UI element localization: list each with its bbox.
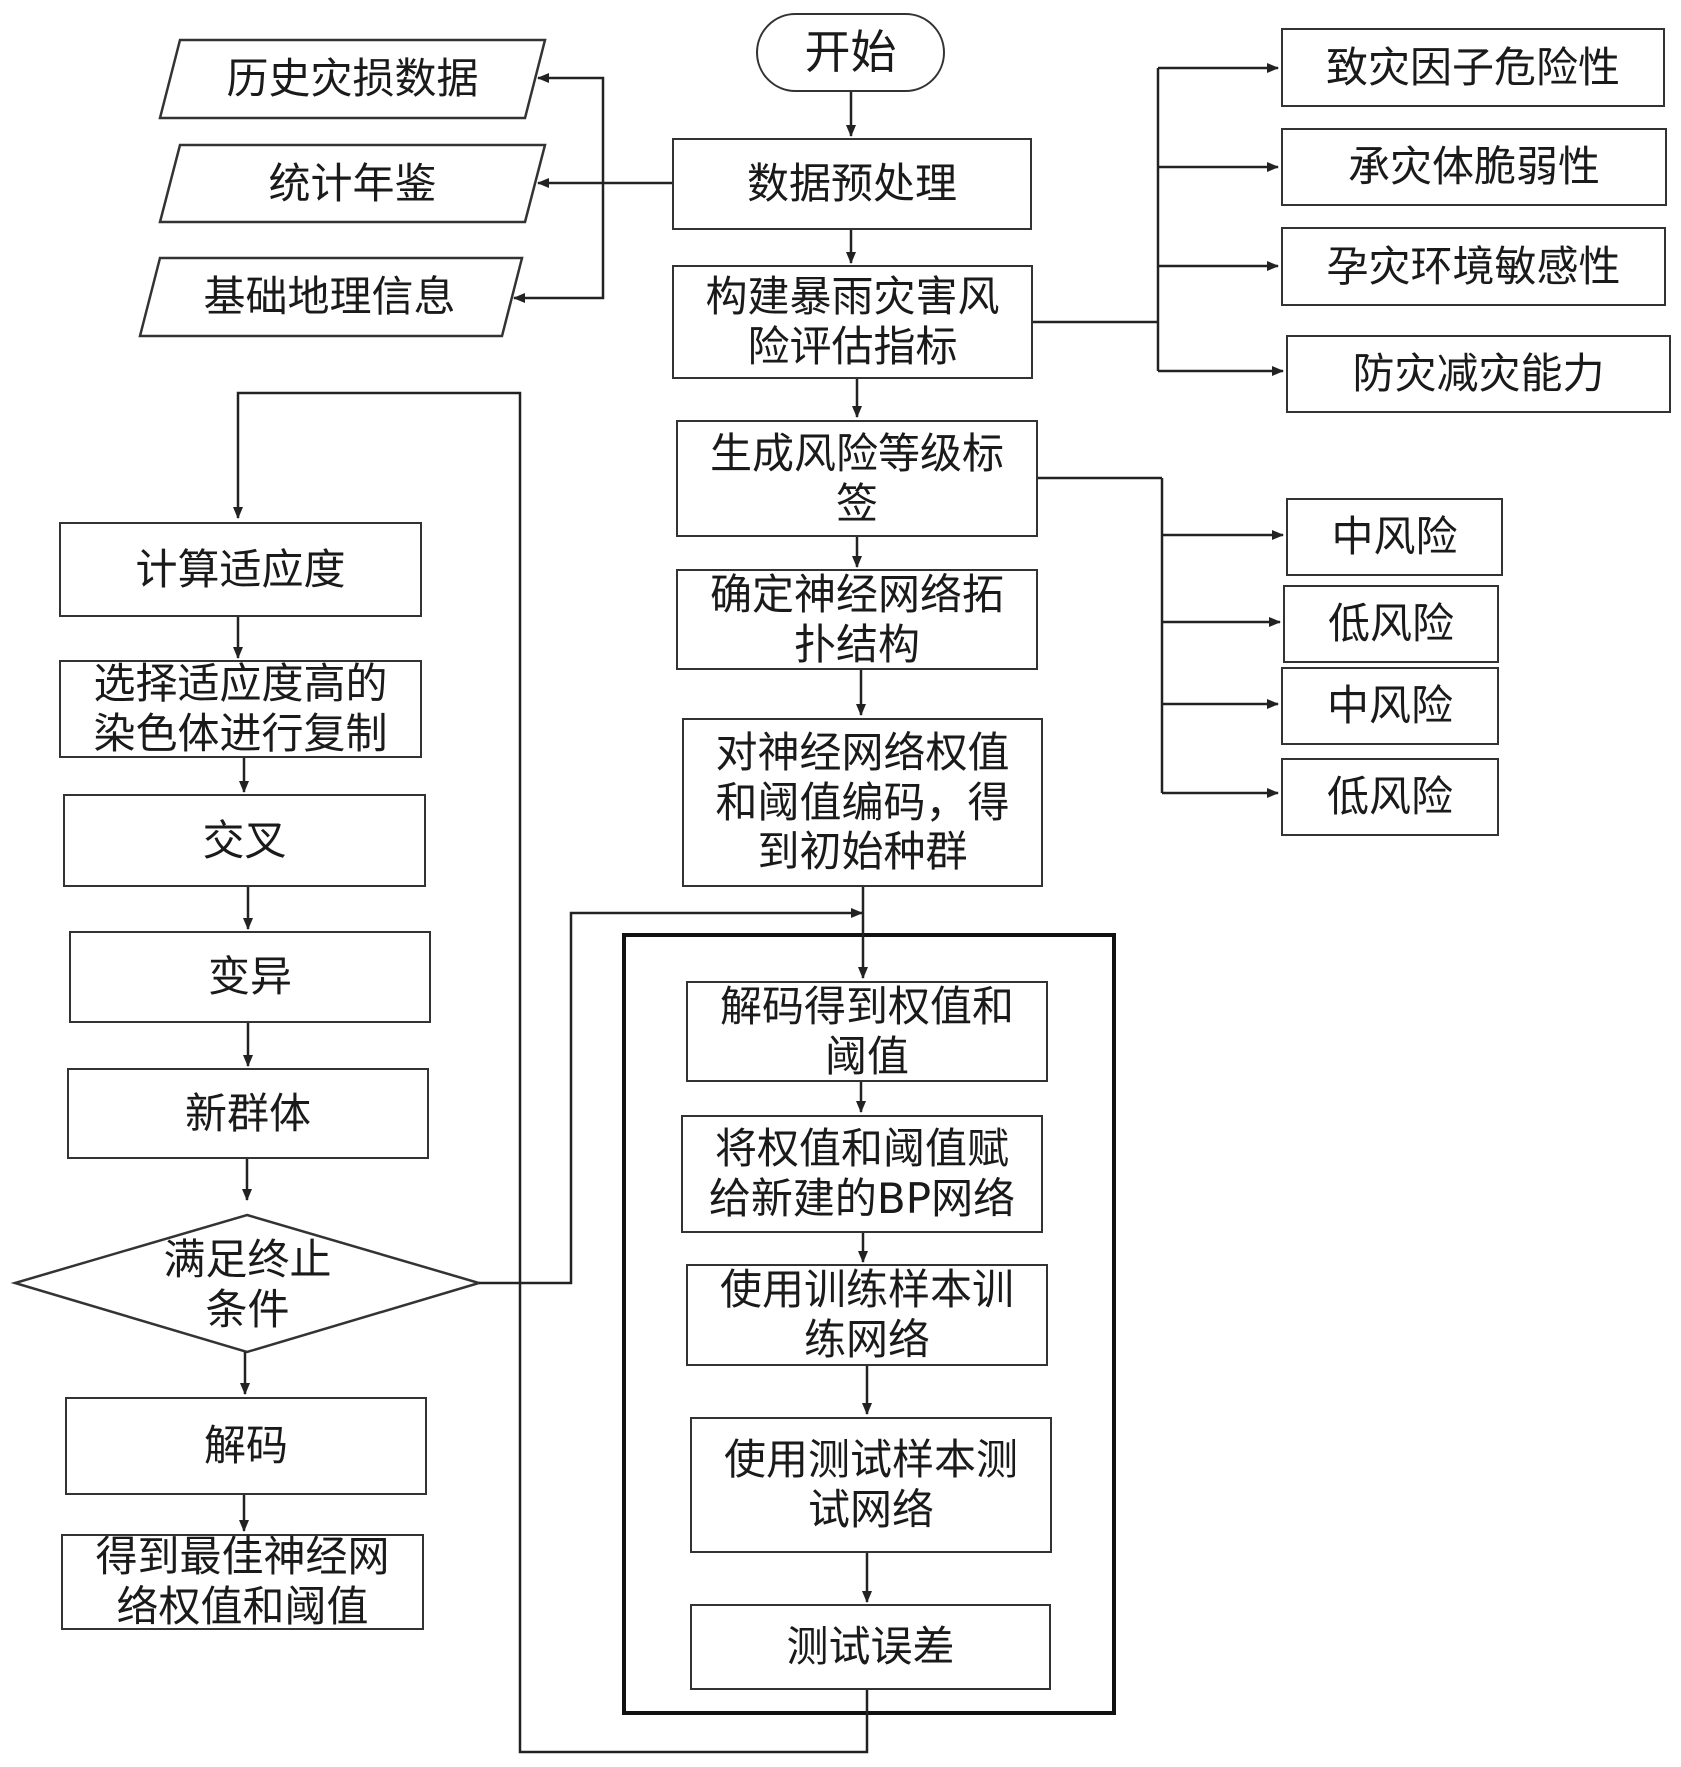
connector xyxy=(513,183,605,303)
indicator-prevention: 防灾减灾能力 xyxy=(1286,335,1671,413)
indicator-hazard: 致灾因子危险性 xyxy=(1281,28,1665,107)
data-source-geo: 基础地理信息 xyxy=(203,272,456,322)
indicator-vulnerability: 承灾体脆弱性 xyxy=(1281,128,1667,206)
test-network-node: 使用测试样本测 试网络 xyxy=(690,1417,1052,1553)
decode-node: 解码 xyxy=(65,1397,427,1495)
assign-bp-node: 将权值和阈值赋 给新建的BP网络 xyxy=(681,1115,1043,1233)
risk-label-node: 生成风险等级标 签 xyxy=(676,420,1038,537)
data-source-yearbook: 统计年鉴 xyxy=(268,158,437,208)
decode-weights-node: 解码得到权值和 阈值 xyxy=(686,981,1048,1082)
connector xyxy=(233,391,869,1754)
select-copy-node: 选择适应度高的 染色体进行复制 xyxy=(59,659,422,758)
train-network-node: 使用训练样本训 练网络 xyxy=(686,1264,1048,1366)
risk-level-low-2: 低风险 xyxy=(1281,758,1499,836)
preprocess-node: 数据预处理 xyxy=(672,138,1032,230)
indicator-sensitivity: 孕灾环境敏感性 xyxy=(1281,227,1666,306)
bp-network-frame xyxy=(622,933,1116,1715)
topology-node: 确定神经网络拓 扑结构 xyxy=(676,569,1038,670)
best-weights-node: 得到最佳神经网 络权值和阈值 xyxy=(61,1532,424,1631)
build-index-node: 构建暴雨灾害风 险评估指标 xyxy=(672,265,1033,379)
data-source-shape xyxy=(158,38,547,120)
connector xyxy=(479,908,863,1285)
risk-level-medium-2: 中风险 xyxy=(1281,667,1499,745)
test-error-node: 测试误差 xyxy=(690,1604,1051,1690)
fitness-node: 计算适应度 xyxy=(59,522,422,617)
data-source-shape xyxy=(138,256,524,338)
risk-level-low-1: 低风险 xyxy=(1283,585,1499,663)
connector xyxy=(537,73,605,183)
start-node: 开始 xyxy=(756,13,945,92)
encode-node: 对神经网络权值 和阈值编码，得 到初始种群 xyxy=(682,718,1043,887)
data-source-history: 历史灾损数据 xyxy=(226,54,479,104)
mutation-node: 变异 xyxy=(69,931,431,1023)
decision-shape xyxy=(10,1213,484,1354)
data-source-shape xyxy=(158,143,547,224)
crossover-node: 交叉 xyxy=(63,794,426,887)
risk-level-medium-1: 中风险 xyxy=(1286,498,1503,576)
termination-condition: 满足终止 条件 xyxy=(163,1235,332,1334)
new-population-node: 新群体 xyxy=(67,1068,429,1159)
